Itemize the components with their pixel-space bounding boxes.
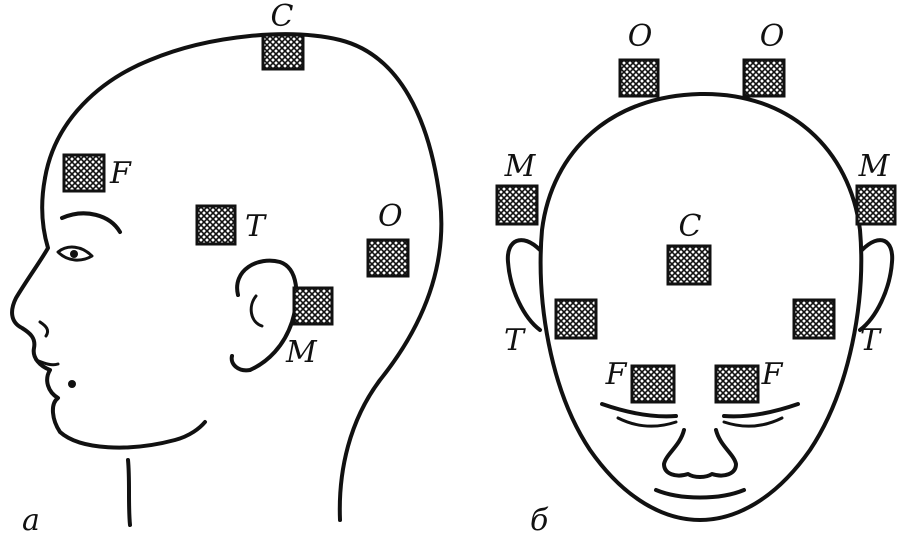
front-electrode-T2 bbox=[792, 298, 836, 340]
side-electrode-M bbox=[292, 286, 334, 326]
front-electrode-F1 bbox=[630, 364, 676, 404]
front-electrode-C bbox=[666, 244, 712, 286]
side-label-F: F bbox=[109, 156, 132, 191]
front-electrode-M1 bbox=[495, 184, 539, 226]
front-label-O1: O bbox=[628, 19, 653, 54]
front-eye-left bbox=[616, 416, 678, 428]
front-brow-right bbox=[722, 402, 800, 419]
side-lips bbox=[34, 358, 60, 367]
side-label-O: O bbox=[378, 199, 403, 234]
side-mouth-dot bbox=[68, 380, 76, 388]
side-eyebrow bbox=[60, 211, 122, 234]
front-label-M2: M bbox=[858, 149, 891, 184]
front-label-C: C bbox=[679, 209, 702, 244]
front-electrode-O1 bbox=[618, 58, 660, 98]
side-label-T: T bbox=[245, 209, 267, 244]
front-label-F2: F bbox=[761, 357, 784, 392]
side-electrode-O bbox=[366, 238, 410, 278]
front-ear-right bbox=[858, 238, 895, 332]
side-label-M: M bbox=[285, 335, 318, 370]
front-caption: б bbox=[530, 503, 549, 538]
side-caption: а bbox=[22, 503, 40, 538]
side-pupil bbox=[70, 250, 78, 258]
side-face-profile bbox=[10, 176, 207, 450]
side-view-head bbox=[10, 32, 444, 527]
front-nose bbox=[662, 428, 738, 479]
side-neck-front bbox=[126, 458, 132, 527]
side-electrode-T bbox=[195, 204, 237, 246]
side-eye bbox=[56, 245, 94, 262]
front-mouth bbox=[654, 488, 746, 500]
front-label-M1: M bbox=[504, 149, 537, 184]
side-electrode-C bbox=[261, 33, 305, 71]
front-ear-left bbox=[505, 238, 542, 332]
front-label-F1: F bbox=[605, 357, 628, 392]
side-nostril bbox=[38, 320, 50, 338]
side-head-outline bbox=[43, 32, 444, 522]
side-label-C: C bbox=[271, 0, 294, 34]
front-electrode-O2 bbox=[742, 58, 786, 98]
side-electrode-F bbox=[62, 153, 106, 193]
front-eye-right bbox=[722, 416, 784, 428]
side-ear bbox=[229, 258, 299, 373]
front-label-O2: O bbox=[760, 19, 785, 54]
front-electrode-T1 bbox=[554, 298, 598, 340]
front-label-T1: T bbox=[504, 323, 526, 358]
front-label-T2: T bbox=[860, 323, 882, 358]
front-electrode-M2 bbox=[855, 184, 897, 226]
front-brow-left bbox=[600, 402, 678, 419]
front-electrode-F2 bbox=[714, 364, 760, 404]
side-ear-inner bbox=[249, 294, 264, 328]
